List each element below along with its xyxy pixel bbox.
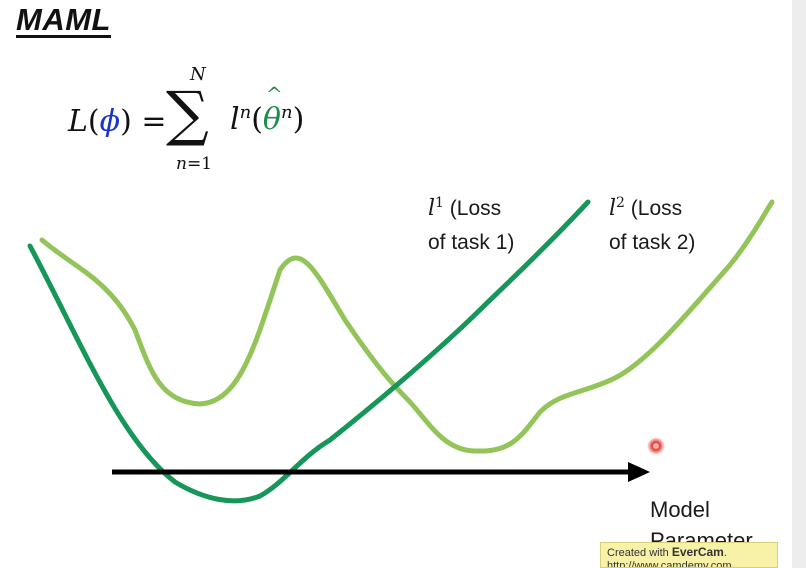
loss-formula: L(ϕ) = N ∑ n=1 ln(θ^n) [68, 62, 368, 182]
theta-hat-symbol: θ^ [262, 82, 283, 137]
axis-arrowhead [628, 462, 650, 482]
sum-upper-limit: N [190, 64, 206, 85]
summation-symbol: ∑ [166, 79, 209, 149]
task1-curve-label: l1 (Loss of task 1) [428, 195, 515, 254]
pointer-dot [653, 443, 659, 449]
evercam-watermark: Created with EverCam. http://www.camdemy… [600, 542, 778, 568]
phi-symbol: ϕ [99, 104, 121, 139]
sum-lower-limit: n=1 [176, 154, 213, 174]
watermark-url: http://www.camdemy.com [607, 560, 732, 568]
task2-curve-label: l2 (Loss of task 2) [609, 195, 696, 254]
formula-rhs: ln(θ^n) [230, 82, 305, 137]
slide-title: MAML [16, 2, 111, 37]
right-edge-strip [792, 0, 806, 568]
formula-lhs: L(ϕ) = [68, 104, 167, 139]
